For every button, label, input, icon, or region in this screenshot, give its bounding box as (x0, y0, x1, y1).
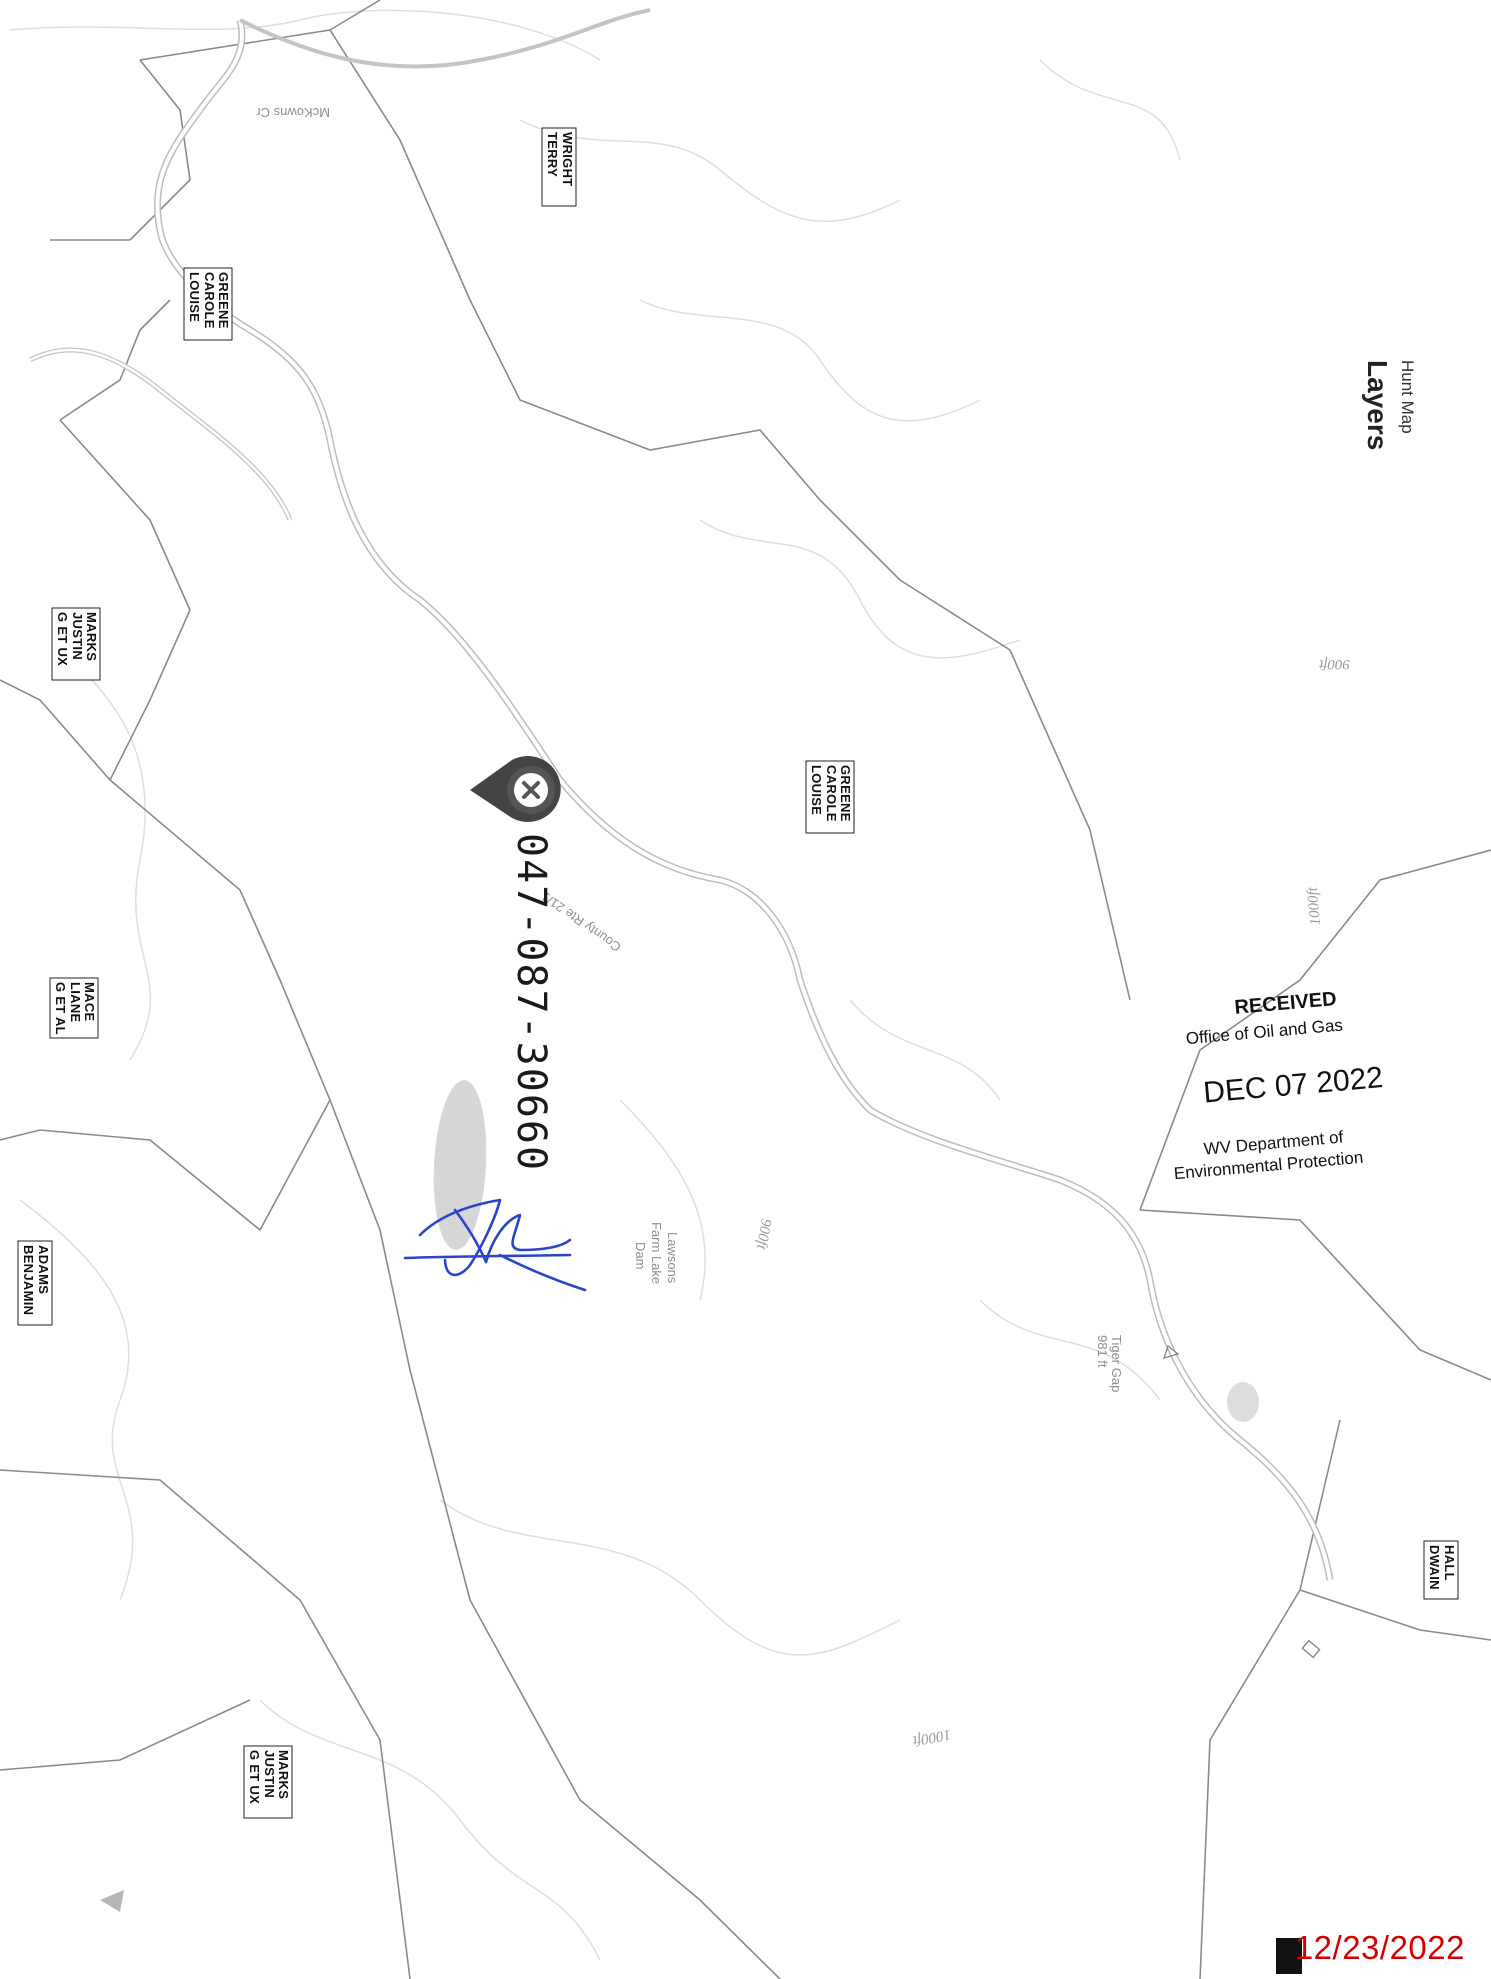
svg-text:JUSTIN: JUSTIN (262, 1750, 277, 1798)
owner-label-hall: HALL DWAIN (1423, 1540, 1459, 1600)
place-label-tiger-gap: Tiger Gap 981 ft (1095, 1335, 1124, 1392)
contour-lines (9, 9, 1181, 1961)
svg-text:ADAMS: ADAMS (36, 1245, 51, 1294)
svg-text:Farm Lake: Farm Lake (649, 1222, 664, 1284)
side-road (28, 347, 293, 521)
svg-text:WRIGHT: WRIGHT (560, 132, 575, 187)
header-title: Layers (1362, 360, 1393, 450)
owner-label-marks-north: MARKS JUSTIN G ET UX (51, 607, 101, 681)
map-header: Layers Hunt Map (1362, 360, 1417, 450)
elevation-label-2: 1000ft (1305, 886, 1324, 926)
road-label-mckowns: McKowns Cr (256, 105, 330, 120)
signature (403, 1198, 587, 1292)
owner-label-cropped (1276, 1938, 1302, 1974)
svg-text:Office of Oil and Gas: Office of Oil and Gas (1185, 1016, 1344, 1049)
creek-road (239, 8, 651, 69)
navigation-arrow-icon[interactable] (100, 1890, 124, 1912)
svg-text:GREENE: GREENE (838, 765, 853, 822)
svg-text:Dam: Dam (633, 1242, 648, 1269)
svg-text:HALL: HALL (1442, 1545, 1457, 1581)
pond (1227, 1382, 1259, 1422)
elevation-label-1: 900ft (1318, 656, 1350, 672)
svg-text:DWAIN: DWAIN (1427, 1545, 1442, 1590)
building-icon (1301, 1639, 1321, 1659)
peak-triangle-icon (1162, 1344, 1180, 1360)
svg-text:TERRY: TERRY (545, 132, 560, 177)
header-subtitle: Hunt Map (1398, 360, 1417, 434)
svg-text:047-087-30660: 047-087-30660 (508, 833, 554, 1172)
owner-label-mace: MACE LIANE G ET AL (49, 977, 99, 1039)
svg-text:LOUISE: LOUISE (187, 272, 202, 322)
map-pin-close-icon[interactable] (470, 756, 561, 822)
mckowns-creek-road (153, 19, 1334, 1581)
elevation-label-3: 900ft (753, 1217, 774, 1251)
owner-label-greene-center: GREENE CAROLE LOUISE (805, 760, 855, 834)
svg-text:GREENE: GREENE (216, 272, 231, 329)
svg-text:CAROLE: CAROLE (202, 272, 217, 329)
svg-text:LIANE: LIANE (68, 982, 83, 1023)
svg-text:Tiger Gap: Tiger Gap (1109, 1335, 1124, 1392)
svg-text:981 ft: 981 ft (1095, 1335, 1110, 1368)
elevation-label-4: 1000ft (911, 1726, 952, 1749)
svg-text:MARKS: MARKS (84, 612, 99, 661)
svg-text:BENJAMIN: BENJAMIN (21, 1245, 36, 1315)
svg-text:Lawsons: Lawsons (665, 1232, 680, 1284)
owner-label-greene-north: GREENE CAROLE LOUISE (183, 267, 233, 341)
svg-text:McKowns Cr: McKowns Cr (256, 105, 330, 120)
svg-text:Environmental Protection: Environmental Protection (1173, 1148, 1364, 1183)
svg-text:LOUISE: LOUISE (809, 765, 824, 815)
footer-date: 12/23/2022 (1294, 1929, 1465, 1966)
svg-text:DEC 07 2022: DEC 07 2022 (1202, 1061, 1384, 1110)
svg-text:G ET UX: G ET UX (247, 1750, 262, 1804)
owner-label-wright: WRIGHT TERRY (541, 127, 577, 207)
owner-label-adams: ADAMS BENJAMIN (17, 1240, 53, 1326)
svg-text:MACE: MACE (82, 982, 97, 1022)
svg-text:G ET UX: G ET UX (55, 612, 70, 666)
place-label-lawsons: Lawsons Farm Lake Dam (633, 1222, 680, 1284)
svg-text:G ET AL: G ET AL (53, 982, 68, 1035)
lake (433, 1080, 487, 1250)
owner-label-marks-south: MARKS JUSTIN G ET UX (243, 1745, 293, 1819)
svg-text:MARKS: MARKS (276, 1750, 291, 1799)
permit-number: 047-087-30660 (508, 833, 554, 1172)
svg-text:RECEIVED: RECEIVED (1234, 988, 1338, 1019)
svg-text:JUSTIN: JUSTIN (70, 612, 85, 660)
roads (28, 8, 1334, 1581)
received-stamp: RECEIVED Office of Oil and Gas DEC 07 20… (1173, 988, 1384, 1183)
svg-text:CAROLE: CAROLE (824, 765, 839, 822)
